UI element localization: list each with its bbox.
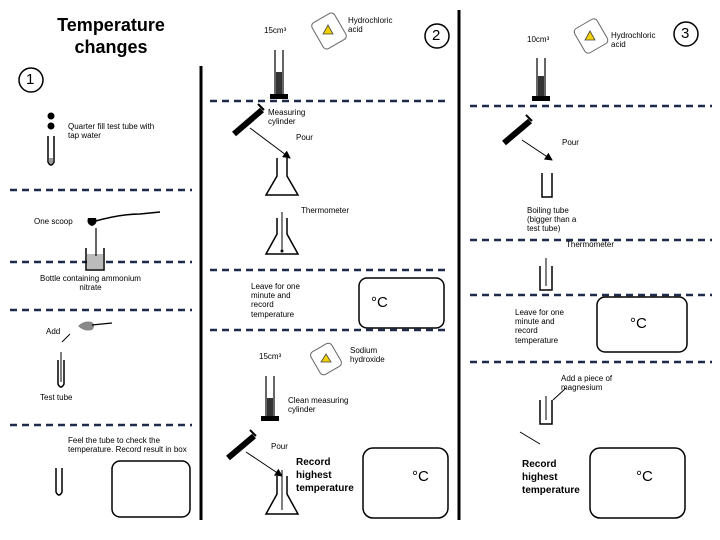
- pour-arrow-1: [249, 127, 291, 159]
- sodium-hydroxide-bottle-icon: [310, 342, 342, 376]
- pour-cylinder-2-icon: [226, 429, 257, 461]
- degree-unit-box-5: °C: [636, 468, 653, 485]
- pour-arrow-3: [521, 139, 553, 161]
- feel-instruction: Feel the tube to check the temperature. …: [68, 436, 187, 455]
- stage-number-2: 2: [432, 27, 441, 44]
- ammonium-nitrate-bottle-icon: [85, 228, 105, 271]
- pour-arrow-4: [519, 431, 541, 445]
- boiling-tube-thermometer-icon: [539, 258, 553, 291]
- quarter-fill-label: Quarter fill test tube with tap water: [68, 122, 155, 141]
- hydrochloric-acid-label-3: Hydrochloric acid: [611, 31, 656, 50]
- conical-flask-icon: [264, 158, 300, 196]
- degree-unit-box-3: °C: [412, 468, 429, 485]
- hydrochloric-acid-label: Hydrochloric acid: [348, 16, 393, 35]
- pour-label-3: Pour: [562, 138, 579, 147]
- measuring-cylinder-icon: [270, 50, 288, 99]
- add-label: Add: [46, 327, 61, 336]
- result-box-4: [596, 296, 688, 353]
- acid-volume-label: 15cm³: [264, 26, 287, 35]
- record-highest-label: Record highest temperature: [296, 457, 354, 494]
- clean-cylinder-icon: [261, 376, 279, 421]
- spatula-icon: [87, 211, 161, 226]
- stage-circle-3: [673, 21, 699, 47]
- test-tube-label: Test tube: [40, 393, 73, 402]
- thermometer-label-3: Thermometer: [566, 240, 615, 249]
- flask-thermometer-2-icon: [264, 470, 300, 515]
- boiling-tube-magnesium-icon: [539, 396, 553, 425]
- pour-label-2: Pour: [271, 442, 288, 451]
- stage-circle-2: [424, 23, 450, 49]
- scoop-handle-icon: [91, 322, 113, 326]
- test-tube-feel-icon: [55, 468, 63, 496]
- measuring-cylinder-3-icon: [532, 58, 550, 101]
- thermometer-label: Thermometer: [301, 206, 350, 215]
- acid-bottle-3-icon: [573, 18, 609, 54]
- test-tube-icon: [57, 352, 65, 388]
- add-magnesium-label: Add a piece of magnesium: [561, 374, 613, 393]
- leave-minute-label-3: Leave for one minute and record temperat…: [515, 308, 564, 345]
- degree-unit-box-4: °C: [630, 315, 647, 332]
- add-arrow-icon: [61, 333, 71, 343]
- scoop-powder-icon: [78, 321, 94, 331]
- pour-label: Pour: [296, 133, 313, 142]
- stage-circle-1: [18, 67, 44, 93]
- result-box-3: [362, 447, 449, 519]
- pour-arrow-2: [245, 451, 283, 477]
- acid-bottle-icon: [311, 12, 347, 50]
- pour-cylinder-icon: [232, 103, 265, 137]
- boiling-tube-icon: [541, 173, 553, 198]
- one-scoop-label: One scoop: [34, 217, 73, 226]
- stage-number-1: 1: [26, 71, 35, 88]
- measuring-cylinder-label: Measuring cylinder: [268, 108, 306, 127]
- test-tube-water-icon: [47, 136, 55, 166]
- flask-thermometer-icon: [264, 212, 300, 255]
- result-box-5: [589, 447, 686, 519]
- clean-cylinder-label: Clean measuring cylinder: [288, 396, 349, 415]
- degree-unit-box-2: °C: [371, 294, 388, 311]
- page-title: Temperature changes: [57, 15, 165, 57]
- stage-number-3: 3: [681, 25, 690, 42]
- hydroxide-volume-label: 15cm³: [259, 352, 282, 361]
- pour-cylinder-3-icon: [502, 114, 533, 146]
- leave-minute-label: Leave for one minute and record temperat…: [251, 282, 300, 319]
- acid-volume-label-3: 10cm³: [527, 35, 550, 44]
- sodium-hydroxide-label: Sodium hydroxide: [350, 346, 385, 365]
- result-box-1: [111, 460, 191, 518]
- boiling-tube-label: Boiling tube (bigger than a test tube): [527, 206, 577, 234]
- tap-water-drops-icon: [47, 112, 55, 130]
- bottle-label: Bottle containing ammonium nitrate: [40, 274, 141, 293]
- magnesium-arrow: [552, 387, 567, 401]
- record-highest-label-3: Record highest temperature: [522, 459, 580, 496]
- result-box-2: [358, 277, 445, 329]
